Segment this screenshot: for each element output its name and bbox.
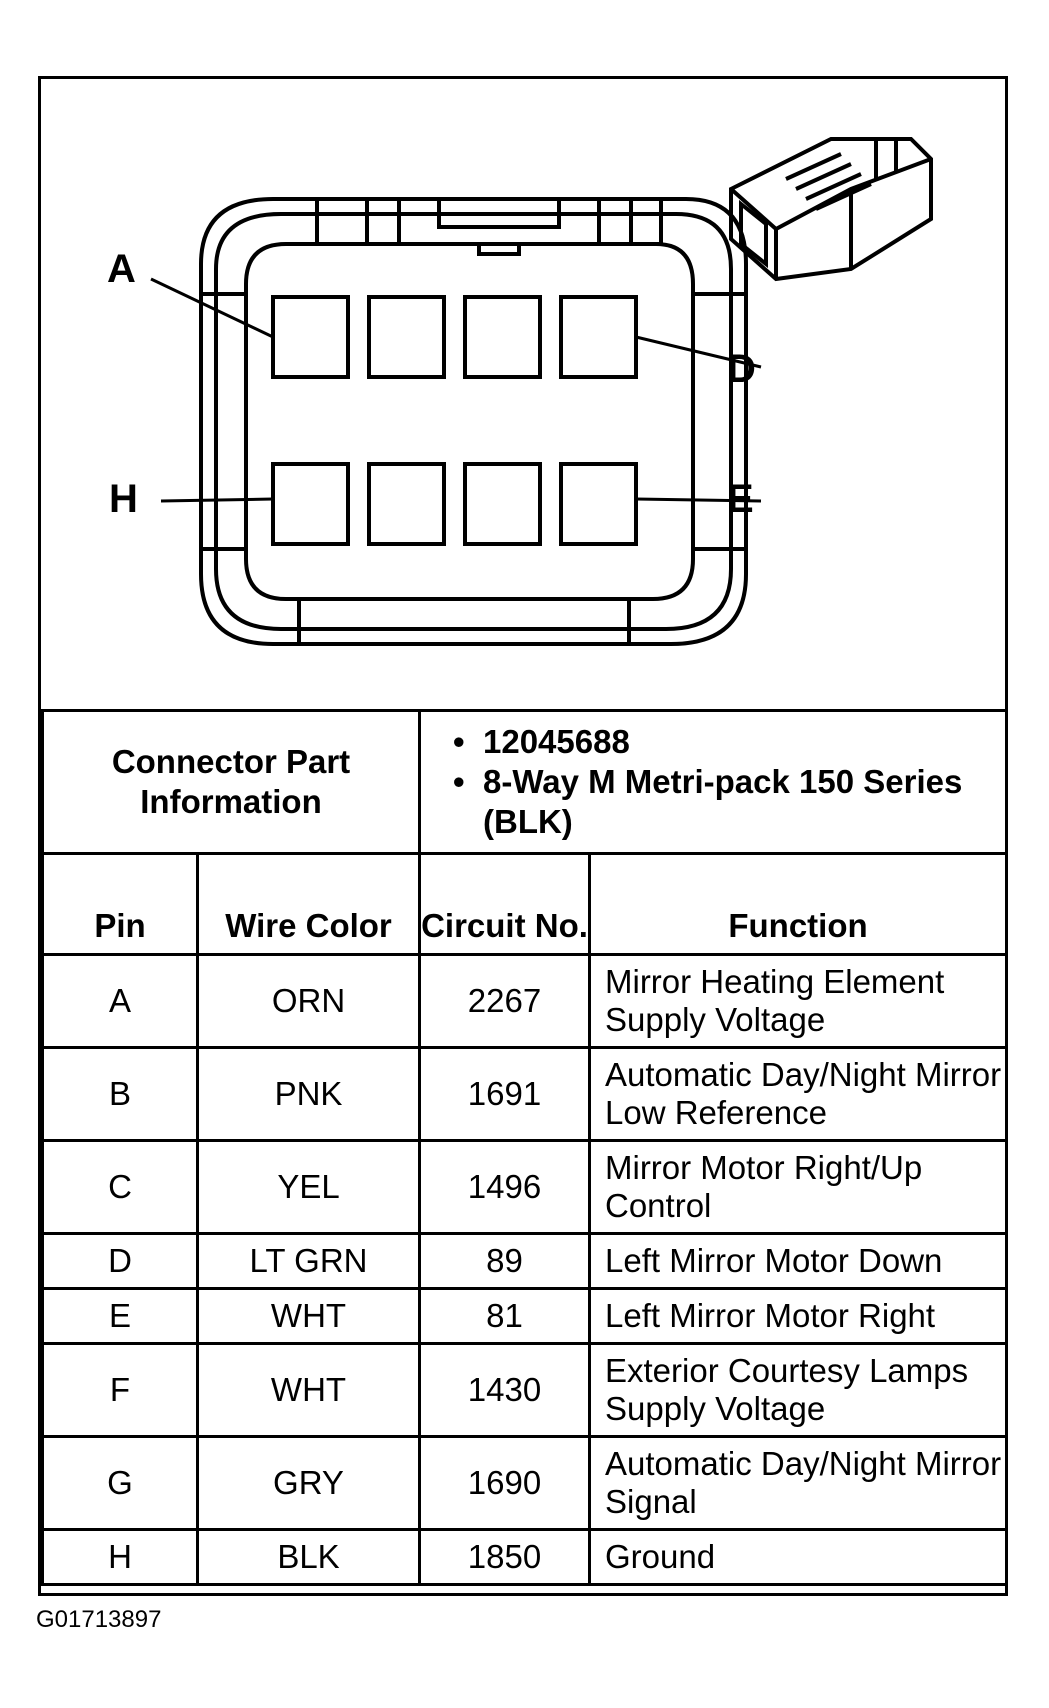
connector-face-drawing <box>150 137 933 646</box>
top-latch <box>397 197 601 246</box>
circuit-cell: 1690 <box>418 1435 591 1531</box>
cavity-g <box>367 462 446 546</box>
wire-color-cell: WHT <box>196 1342 421 1438</box>
table-row: E WHT 81 Left Mirror Motor Right <box>41 1287 1009 1345</box>
table-row: C YEL 1496 Mirror Motor Right/Up Control <box>41 1139 1009 1235</box>
table-row: D LT GRN 89 Left Mirror Motor Down <box>41 1232 1009 1290</box>
pin-cell: A <box>41 953 199 1049</box>
header-pin: Pin <box>41 852 199 956</box>
wire-color-cell: GRY <box>196 1435 421 1531</box>
pinout-table: Connector Part Information 12045688 8-Wa… <box>41 709 1009 1586</box>
connector-description: 8-Way M Metri-pack 150 Series (BLK) <box>453 762 1005 842</box>
connector-diagram: A D H E <box>41 79 1005 709</box>
leader-e <box>635 497 762 503</box>
pin-label-e: E <box>727 477 754 521</box>
header-circuit-no: Circuit No. <box>418 852 591 956</box>
cavity-a <box>271 295 350 379</box>
housing-inner <box>214 212 733 631</box>
pin-cell: C <box>41 1139 199 1235</box>
figure-id: G01713897 <box>36 1606 162 1633</box>
function-cell: Automatic Day/Night Mirror Low Reference <box>587 1046 1009 1142</box>
wire-color-cell: WHT <box>196 1287 421 1345</box>
table-header-row: Pin Wire Color Circuit No. Function <box>41 852 1009 956</box>
wire-color-cell: LT GRN <box>196 1232 421 1290</box>
circuit-cell: 1496 <box>418 1139 591 1235</box>
cavity-e <box>559 462 638 546</box>
connector-part-number: 12045688 <box>453 722 1005 762</box>
pin-cell: B <box>41 1046 199 1142</box>
connector-info-row: Connector Part Information 12045688 8-Wa… <box>41 709 1009 855</box>
function-cell: Exterior Courtesy Lamps Supply Voltage <box>587 1342 1009 1438</box>
function-cell: Ground <box>587 1528 1009 1586</box>
cavity-f <box>463 462 542 546</box>
pin-cell: E <box>41 1287 199 1345</box>
cavity-c <box>463 295 542 379</box>
header-wire-color: Wire Color <box>196 852 421 956</box>
leader-h <box>160 497 274 503</box>
circuit-cell: 89 <box>418 1232 591 1290</box>
circuit-cell: 1691 <box>418 1046 591 1142</box>
pin-label-d: D <box>727 347 756 391</box>
connector-info-list: 12045688 8-Way M Metri-pack 150 Series (… <box>417 709 1009 855</box>
wire-color-cell: YEL <box>196 1139 421 1235</box>
cavity-d <box>559 295 638 379</box>
circuit-cell: 1850 <box>418 1528 591 1586</box>
wire-color-cell: PNK <box>196 1046 421 1142</box>
bottom-tab <box>297 597 631 646</box>
circuit-cell: 1430 <box>418 1342 591 1438</box>
connector-thumbnail <box>729 137 933 282</box>
leader-a <box>150 277 274 339</box>
table-row: G GRY 1690 Automatic Day/Night Mirror Si… <box>41 1435 1009 1531</box>
pin-cell: H <box>41 1528 199 1586</box>
function-cell: Automatic Day/Night Mirror Signal <box>587 1435 1009 1531</box>
connector-info-label: Connector Part Information <box>41 709 421 855</box>
housing-outer <box>199 197 748 646</box>
function-cell: Mirror Heating Element Supply Voltage <box>587 953 1009 1049</box>
table-row: A ORN 2267 Mirror Heating Element Supply… <box>41 953 1009 1049</box>
connector-frame: A D H E Connector Part Information 12045… <box>38 76 1009 1596</box>
pin-cell: F <box>41 1342 199 1438</box>
circuit-cell: 81 <box>418 1287 591 1345</box>
pin-cell: D <box>41 1232 199 1290</box>
function-cell: Left Mirror Motor Down <box>587 1232 1009 1290</box>
function-cell: Mirror Motor Right/Up Control <box>587 1139 1009 1235</box>
header-function: Function <box>587 852 1009 956</box>
table-row: H BLK 1850 Ground <box>41 1528 1009 1586</box>
table-row: F WHT 1430 Exterior Courtesy Lamps Suppl… <box>41 1342 1009 1438</box>
function-cell: Left Mirror Motor Right <box>587 1287 1009 1345</box>
pin-label-a: A <box>107 247 136 291</box>
circuit-cell: 2267 <box>418 953 591 1049</box>
cavity-wall <box>244 242 695 601</box>
cavity-h <box>271 462 350 546</box>
pin-cell: G <box>41 1435 199 1531</box>
cavity-b <box>367 295 446 379</box>
leader-d <box>635 335 762 369</box>
wire-color-cell: BLK <box>196 1528 421 1586</box>
wire-color-cell: ORN <box>196 953 421 1049</box>
table-row: B PNK 1691 Automatic Day/Night Mirror Lo… <box>41 1046 1009 1142</box>
pin-label-h: H <box>109 477 138 521</box>
